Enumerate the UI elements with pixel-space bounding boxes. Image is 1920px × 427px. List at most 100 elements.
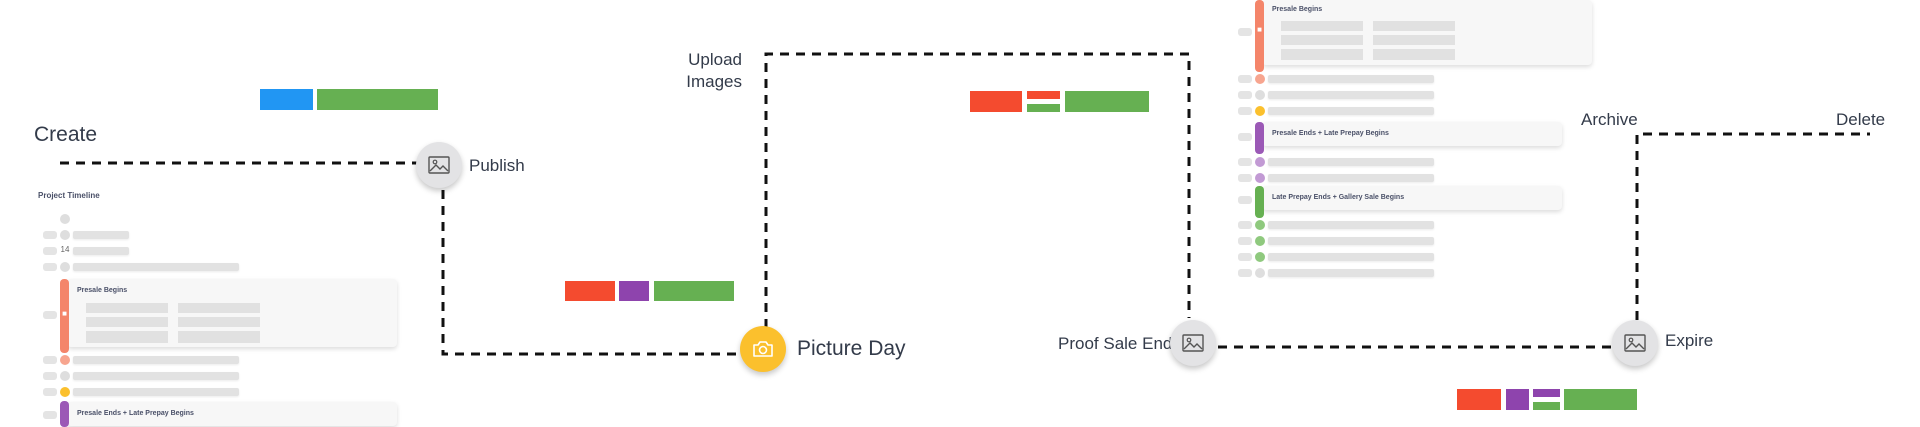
stage-label-expire: Expire (1665, 331, 1714, 350)
proof-sale-ends-node (1170, 320, 1216, 366)
timeline-day-number: 14 (60, 245, 70, 254)
timeline-row-bar (1268, 237, 1434, 245)
timeline-card: Presale Ends + Late Prepay Begins (67, 402, 397, 426)
timeline-date-pill (1238, 133, 1252, 141)
timeline-dot (60, 262, 70, 272)
card-cell (86, 317, 168, 327)
status-block-green-half (1027, 104, 1060, 112)
card-cell (1281, 21, 1363, 31)
timeline-date-pill (43, 388, 57, 396)
card-cell (1373, 21, 1455, 31)
timeline-dot (1255, 236, 1265, 246)
timeline-dot (60, 371, 70, 381)
picture-day-node (740, 326, 786, 372)
timeline-rail-green (1255, 186, 1264, 218)
timeline-dot (60, 387, 70, 397)
timeline-dot (1255, 74, 1265, 84)
timeline-date-pill (1238, 269, 1252, 277)
flow-line-pictureday-upload (764, 52, 1191, 328)
timeline-card-title: Late Prepay Ends + Gallery Sale Begins (1272, 194, 1405, 201)
timeline-date-pill (43, 263, 57, 271)
timeline-card: Late Prepay Ends + Gallery Sale Begins (1262, 186, 1562, 210)
timeline-dot (60, 214, 70, 224)
card-cell (1281, 49, 1363, 60)
timeline-date-pill (1238, 75, 1252, 83)
timeline-rail-purple (60, 401, 69, 427)
timeline-row-bar (1268, 91, 1434, 99)
status-block-red (1457, 389, 1501, 410)
timeline-date-pill (1238, 196, 1252, 204)
timeline-row-bar (1268, 75, 1434, 83)
camera-icon (752, 340, 774, 358)
timeline-date-pill (1238, 174, 1252, 182)
timeline-row-bar (73, 356, 239, 364)
card-cell (1373, 49, 1455, 60)
timeline-dot (1255, 157, 1265, 167)
timeline-row-bar (73, 231, 129, 239)
timeline-row-bar (1268, 174, 1434, 182)
timeline-date-pill (43, 356, 57, 364)
timeline-rail-orange (60, 279, 69, 353)
timeline-date-pill (1238, 107, 1252, 115)
publish-node (416, 142, 462, 188)
card-cell (178, 317, 260, 327)
timeline-dot (60, 230, 70, 240)
stage-label-upload-images: Upload Images (686, 50, 742, 91)
stage-label-proof-sale-ends: Proof Sale Ends (1058, 334, 1181, 353)
timeline-row-bar (1268, 253, 1434, 261)
timeline-card-title: Presale Ends + Late Prepay Begins (1272, 130, 1389, 137)
timeline-dot (1255, 252, 1265, 262)
status-block-red (970, 91, 1022, 112)
timeline-dot (1255, 173, 1265, 183)
timeline-date-pill (43, 247, 57, 255)
timeline-date-pill (43, 411, 57, 419)
status-block-red-half (1027, 91, 1060, 99)
timeline-date-pill (43, 231, 57, 239)
timeline-date-pill (1238, 237, 1252, 245)
card-cell (86, 331, 168, 343)
timeline-card-title: Presale Begins (1272, 6, 1323, 13)
lock-icon: ■ (1257, 25, 1262, 34)
timeline-row-bar (1268, 158, 1434, 166)
status-block-green (1065, 91, 1149, 112)
image-icon (1182, 334, 1204, 352)
timeline-card: Presale Begins (1262, 0, 1592, 65)
card-cell (1373, 35, 1455, 45)
timeline-rail-purple (1255, 122, 1264, 154)
card-cell (178, 303, 260, 313)
timeline-card-title: Presale Begins (77, 287, 128, 294)
stage-label-picture-day: Picture Day (797, 337, 906, 360)
timeline-date-pill (1238, 158, 1252, 166)
card-cell (178, 331, 260, 343)
timeline-title: Project Timeline (38, 191, 100, 200)
status-block-red (565, 281, 615, 301)
status-block-purple (1506, 389, 1529, 410)
image-icon (428, 156, 450, 174)
timeline-date-pill (1238, 253, 1252, 261)
timeline-card: Presale Ends + Late Prepay Begins (1262, 122, 1562, 146)
timeline-date-pill (1238, 91, 1252, 99)
timeline-dot (1255, 220, 1265, 230)
flow-line-expire-delete (1635, 132, 1870, 320)
timeline-card-title: Presale Ends + Late Prepay Begins (77, 410, 194, 417)
timeline-card: Presale Begins (67, 279, 397, 347)
timeline-date-pill (1238, 221, 1252, 229)
status-block-green (1564, 389, 1637, 410)
timeline-row-bar (73, 372, 239, 380)
timeline-rail-orange (1255, 0, 1264, 72)
timeline-date-pill (43, 311, 57, 319)
timeline-date-pill (43, 372, 57, 380)
flow-line-publish-pictureday (441, 190, 744, 356)
card-cell (86, 303, 168, 313)
status-block-blue (260, 89, 313, 110)
timeline-row-bar (73, 247, 129, 255)
image-icon (1624, 334, 1646, 352)
timeline-dot (1255, 268, 1265, 278)
timeline-row-bar (73, 263, 239, 271)
timeline-dot (1255, 90, 1265, 100)
card-cell (1281, 35, 1363, 45)
status-block-purple (619, 281, 649, 301)
timeline-date-pill (1238, 28, 1252, 36)
stage-label-delete: Delete (1836, 110, 1886, 129)
